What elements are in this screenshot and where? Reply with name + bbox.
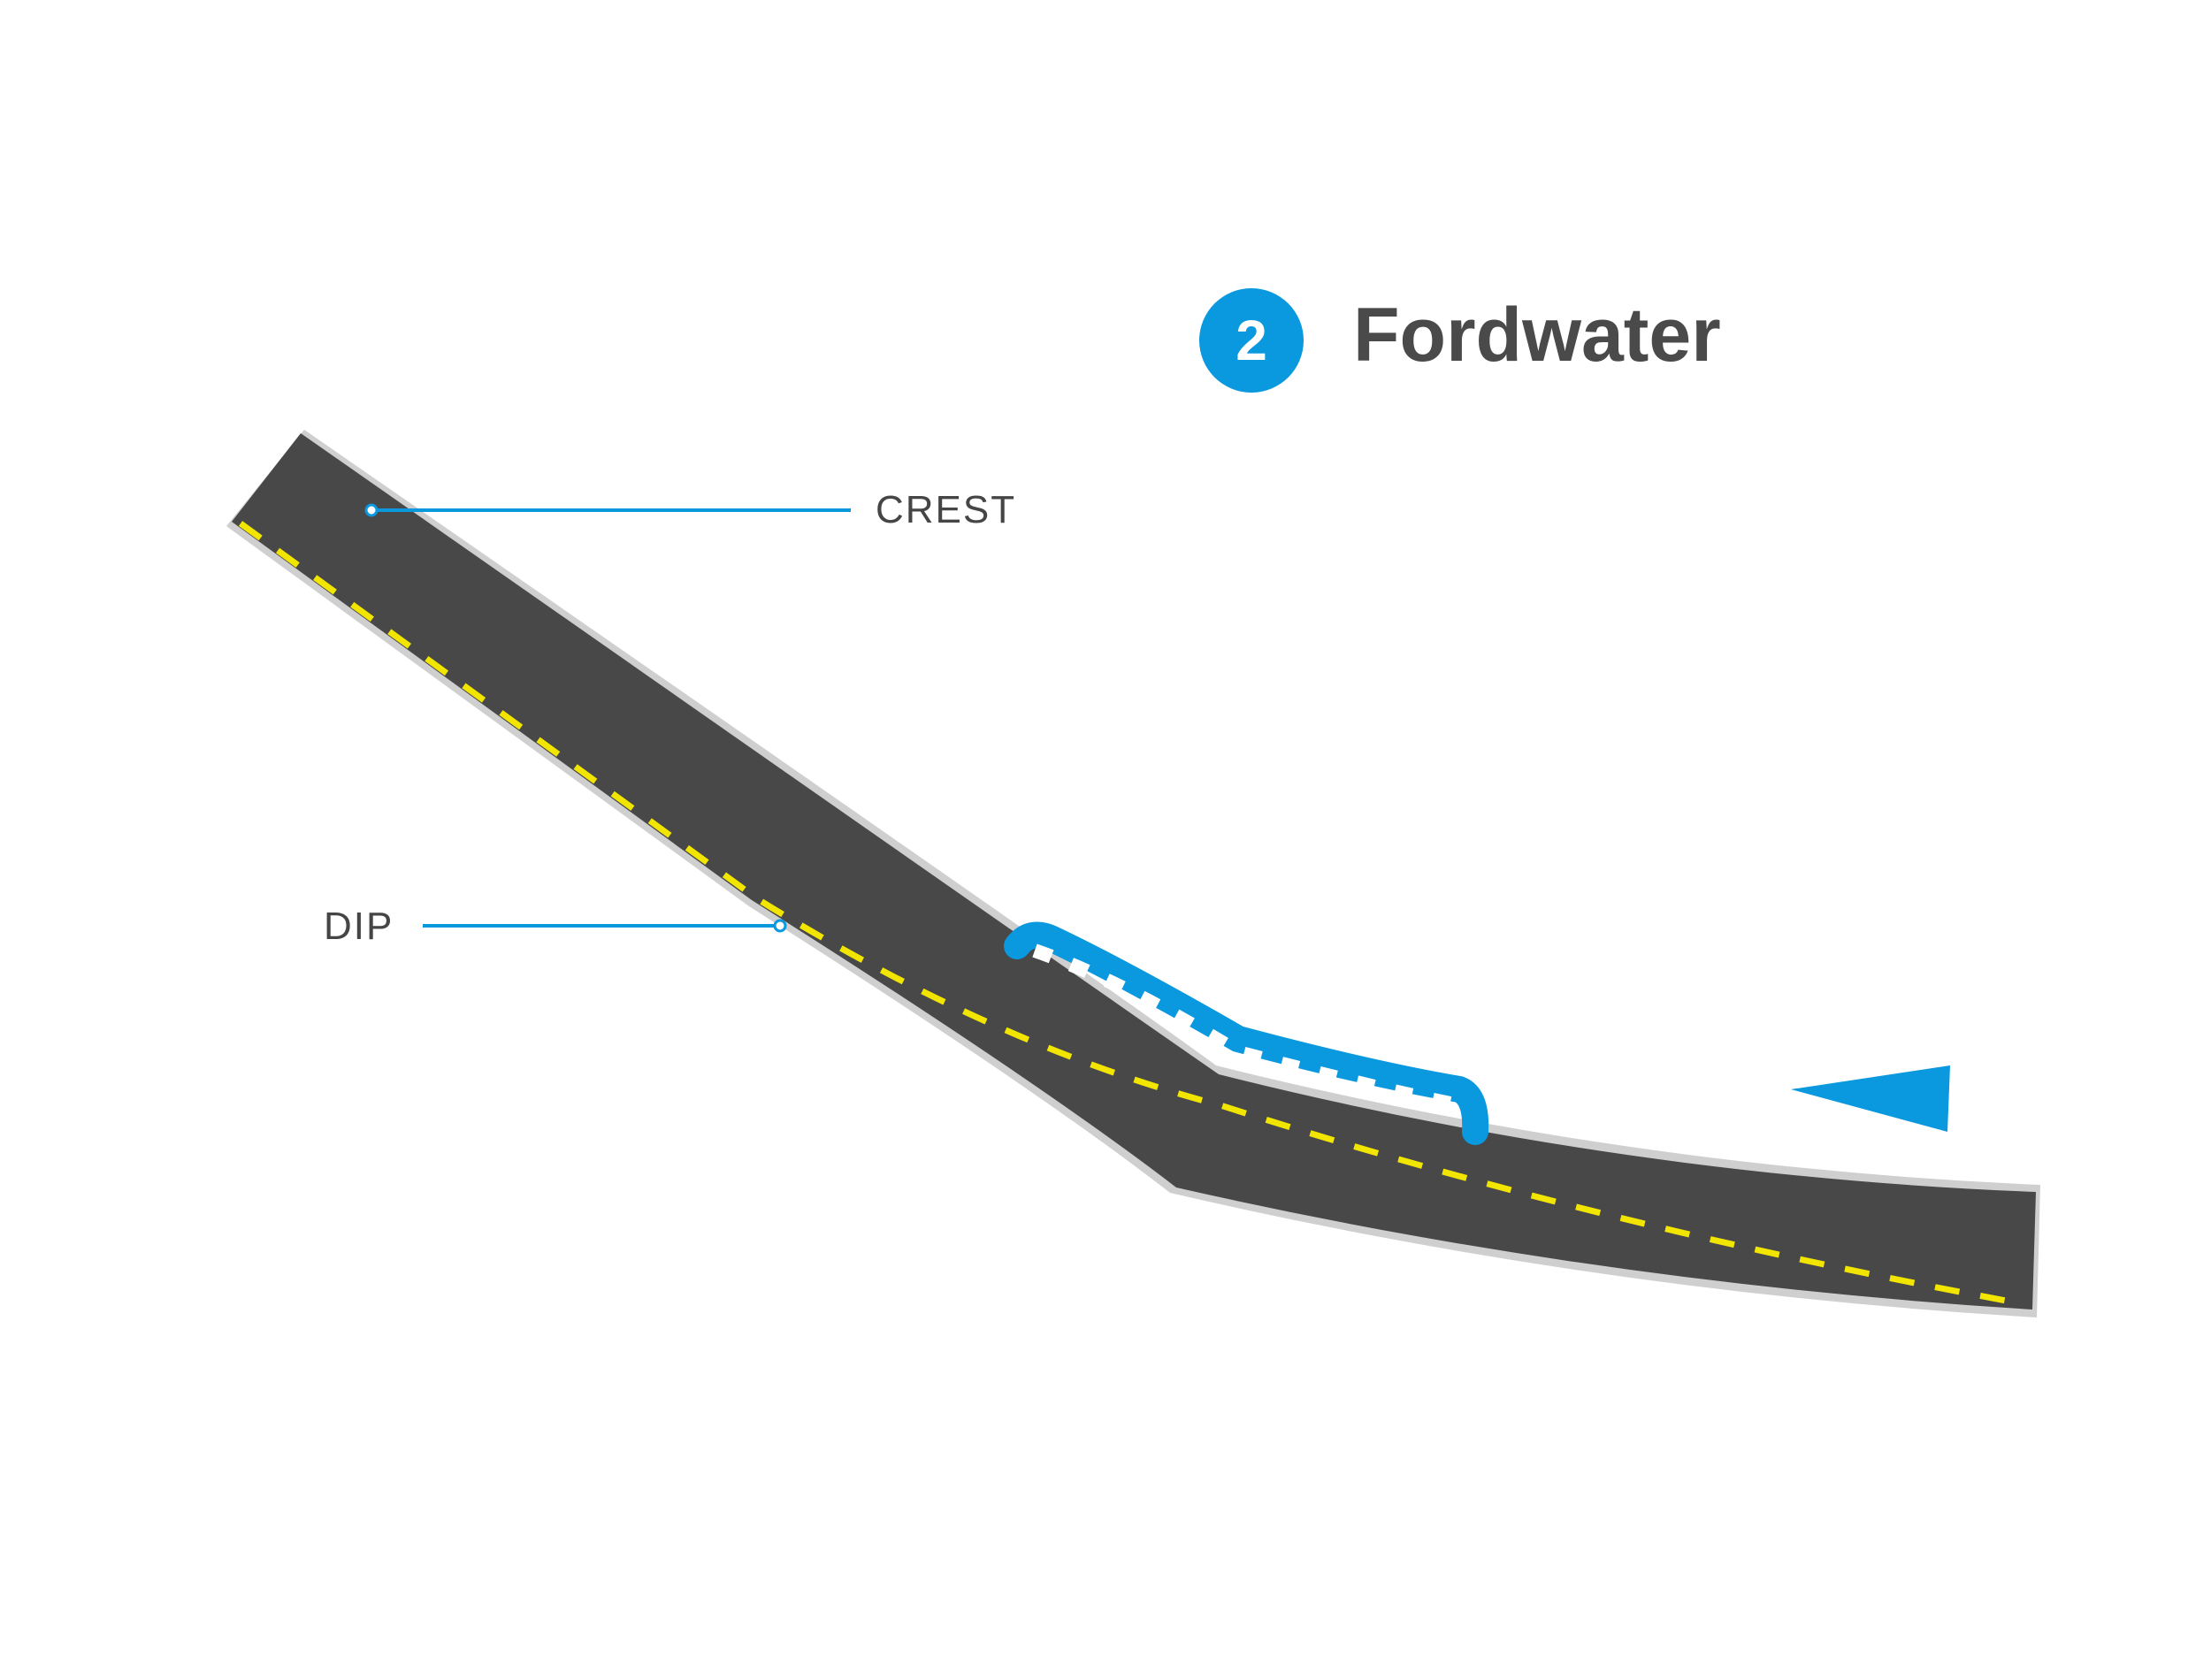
center-line bbox=[238, 521, 2026, 1308]
page-title: Fordwater bbox=[1353, 293, 1721, 378]
route-number-badge: 2 bbox=[1199, 288, 1304, 393]
kerb-barrier-outline bbox=[1004, 921, 1489, 1145]
dip-label: DIP bbox=[324, 905, 394, 948]
crest-marker bbox=[364, 503, 379, 517]
road-surface bbox=[232, 433, 2036, 1310]
dip-marker bbox=[773, 919, 787, 933]
route-number: 2 bbox=[1236, 309, 1267, 372]
crest-label: CREST bbox=[876, 488, 1017, 531]
direction-arrow-icon bbox=[1791, 1065, 1950, 1132]
kerb-barrier-stripes bbox=[1032, 943, 1461, 1112]
